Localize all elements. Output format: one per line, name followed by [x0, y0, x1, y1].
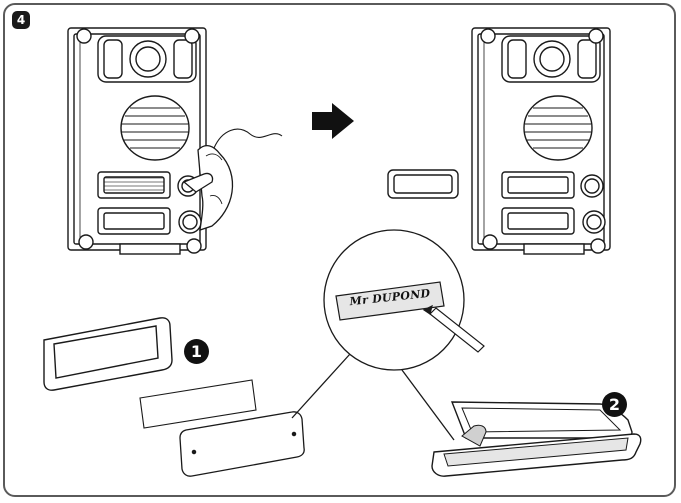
step-badge: 4 — [12, 11, 30, 29]
right-arrow-icon — [312, 103, 354, 139]
removed-cover — [387, 169, 459, 199]
open-label-case — [431, 401, 642, 477]
door-panel-right — [471, 27, 611, 255]
magnifier-callout — [291, 229, 465, 441]
name-tag — [335, 281, 445, 321]
diagram-frame — [3, 3, 676, 497]
clear-cover-part — [179, 411, 305, 477]
label-frame-part — [43, 317, 173, 391]
pencil-icon — [422, 304, 485, 353]
callout-number-2: 2 — [602, 392, 627, 417]
door-panel-left — [67, 27, 207, 255]
hand-icon — [182, 144, 234, 231]
cable — [213, 128, 283, 149]
label-paper-part — [139, 379, 257, 429]
callout-number-1: 1 — [184, 339, 209, 364]
